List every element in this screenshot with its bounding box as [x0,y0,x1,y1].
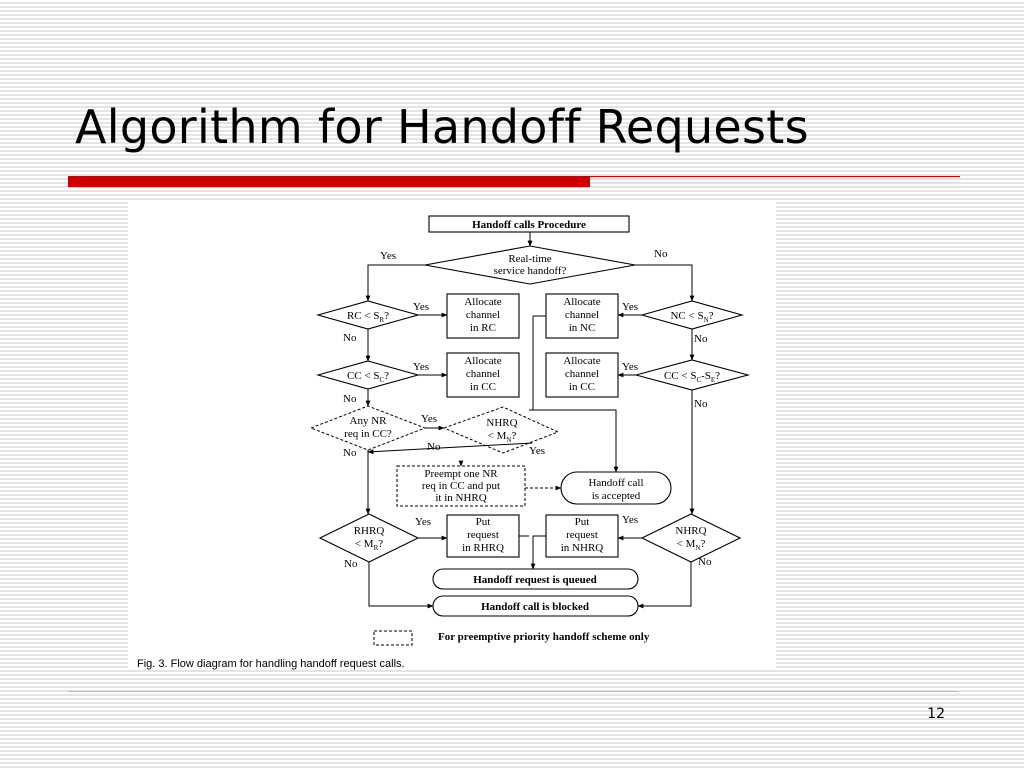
rc-yes-label: Yes [413,301,429,313]
page-number: 12 [927,706,945,722]
nc-decision [639,300,745,330]
nhrq-line1: NHRQ [675,525,706,537]
preempt-box [396,465,526,507]
cc-sce-yes-label: Yes [622,361,638,373]
flow-diagram: Handoff calls Procedure Real-time servic… [137,215,751,670]
title-underline-bar [68,176,590,187]
rhrq-no-label: No [344,558,358,570]
any-nr-no-label: No [343,447,357,459]
alloc-nc-line2: channel [565,309,599,321]
rc-no-label: No [343,332,357,344]
nhrq-yes-label: Yes [622,514,638,526]
nhrq-mn-no-label: No [427,441,441,453]
alloc-cc-left-line2: channel [466,368,500,380]
alloc-cc-right-line3: in CC [569,381,595,393]
put-rhrq-line3: in RHRQ [462,542,504,554]
any-nr-line1: Any NR [350,415,388,427]
connectors [365,232,695,609]
realtime-yes-label: Yes [380,250,396,262]
alloc-rc-line2: channel [466,309,500,321]
queued-label: Handoff request is queued [473,574,597,586]
alloc-cc-right-line1: Allocate [563,355,600,367]
flow-diagram-figure: Handoff calls Procedure Real-time servic… [128,202,776,670]
alloc-cc-left-line1: Allocate [464,355,501,367]
realtime-no-label: No [654,248,668,260]
title-underline-rule [590,176,960,177]
alloc-rc-line1: Allocate [464,296,501,308]
cc-sce-no-label: No [694,398,708,410]
alloc-cc-right-line2: channel [565,368,599,380]
realtime-line2: service handoff? [494,265,567,277]
alloc-nc-line3: in NC [569,322,596,334]
nhrq-mn-dashed-decision [442,406,560,454]
footer-rule [68,691,958,692]
nc-check-label: NC < SN? [670,310,713,324]
blocked-label: Handoff call is blocked [481,601,589,613]
any-nr-yes-label: Yes [421,413,437,425]
put-rhrq-line1: Put [476,516,491,528]
cc-sc-yes-label: Yes [413,361,429,373]
start-box [428,215,630,233]
start-label: Handoff calls Procedure [472,219,586,231]
cc-sce-decision [633,359,751,391]
cc-sce-check-label: CC < SC-SE? [664,370,720,384]
put-nhrq-line1: Put [575,516,590,528]
put-rhrq-line2: request [467,529,499,541]
nhrq-mn-yes-label: Yes [529,445,545,457]
nc-no-label: No [694,333,708,345]
alloc-rc-line3: in RC [470,322,496,334]
put-nhrq-line3: in NHRQ [561,542,604,554]
put-nhrq-line2: request [566,529,598,541]
nhrq-no-label: No [698,556,712,568]
nhrq-line2: < MN? [677,538,706,552]
figure-caption: Fig. 3. Flow diagram for handling handof… [137,658,405,670]
cc-sc-check-label: CC < SC? [347,370,389,384]
nhrq-decision [640,513,742,563]
slide-title: Algorithm for Handoff Requests [75,100,809,154]
preempt-line1: Preempt one NR [424,468,498,480]
nhrq-mn-dashed-line1: NHRQ [486,417,517,429]
alloc-nc-line1: Allocate [563,296,600,308]
accepted-line1: Handoff call [588,477,643,489]
preempt-line2: req in CC and put [422,480,500,492]
legend-label: For preemptive priority handoff scheme o… [438,631,650,643]
nc-yes-label: Yes [622,301,638,313]
rhrq-line2: < MR? [355,538,383,552]
rc-check-label: RC < SR? [347,310,389,324]
realtime-line1: Real-time [508,253,551,265]
accepted-line2: is accepted [592,490,641,502]
rhrq-line1: RHRQ [354,525,385,537]
preempt-line3: it in NHRQ [435,492,486,504]
legend-swatch [373,630,413,646]
any-nr-line2: req in CC? [344,428,392,440]
cc-sc-no-label: No [343,393,357,405]
nhrq-mn-dashed-line2: < MN? [488,430,517,444]
rhrq-yes-label: Yes [415,516,431,528]
alloc-cc-left-line3: in CC [470,381,496,393]
queued-box [432,568,639,590]
